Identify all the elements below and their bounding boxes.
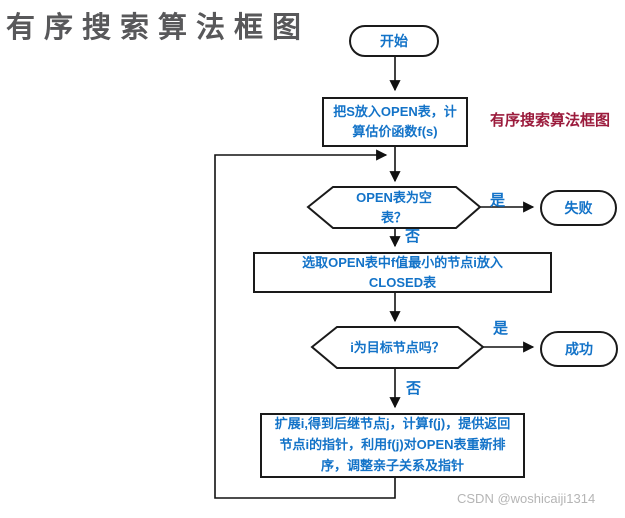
init-step-box: 把S放入OPEN表，计 算估价函数f(s) — [322, 97, 468, 147]
connector-loop-back — [214, 149, 396, 499]
decision-goal-label: i为目标节点吗？ — [322, 327, 473, 368]
expand-step-label: 扩展i,得到后继节点j，计算f(j)，提供返回 节点i的指针，利用f(j)对OP… — [274, 416, 511, 473]
yes-label-1: 是 — [490, 192, 506, 209]
page-title: 有序搜索算法框图 — [6, 12, 311, 44]
decision-open-empty-text: OPEN表为空 表？ — [356, 190, 432, 225]
watermark: CSDN @woshicaiji1314 — [457, 491, 596, 506]
no-label-2: 否 — [406, 380, 422, 397]
decision-open-empty-label: OPEN表为空 表？ — [318, 187, 470, 228]
decision-goal-text: i为目标节点吗？ — [350, 339, 445, 355]
fail-label: 失败 — [564, 200, 593, 216]
start-terminal: 开始 — [349, 25, 439, 57]
no-label-1: 否 — [405, 228, 421, 245]
yes-label-2: 是 — [493, 320, 509, 337]
decision-goal-shape — [310, 326, 485, 369]
expand-step-box: 扩展i,得到后继节点j，计算f(j)，提供返回 节点i的指针，利用f(j)对OP… — [260, 413, 525, 478]
side-label: 有序搜索算法框图 — [490, 112, 611, 129]
init-step-label: 把S放入OPEN表，计 算估价函数f(s) — [333, 103, 457, 139]
select-step-label: 选取OPEN表中f值最小的节点i放入 CLOSED表 — [302, 255, 503, 290]
start-label: 开始 — [380, 33, 408, 49]
success-label: 成功 — [565, 341, 593, 357]
decision-open-empty-shape — [306, 186, 482, 229]
select-step-box: 选取OPEN表中f值最小的节点i放入 CLOSED表 — [253, 252, 552, 293]
success-terminal: 成功 — [540, 331, 618, 367]
fail-terminal: 失败 — [540, 190, 617, 226]
